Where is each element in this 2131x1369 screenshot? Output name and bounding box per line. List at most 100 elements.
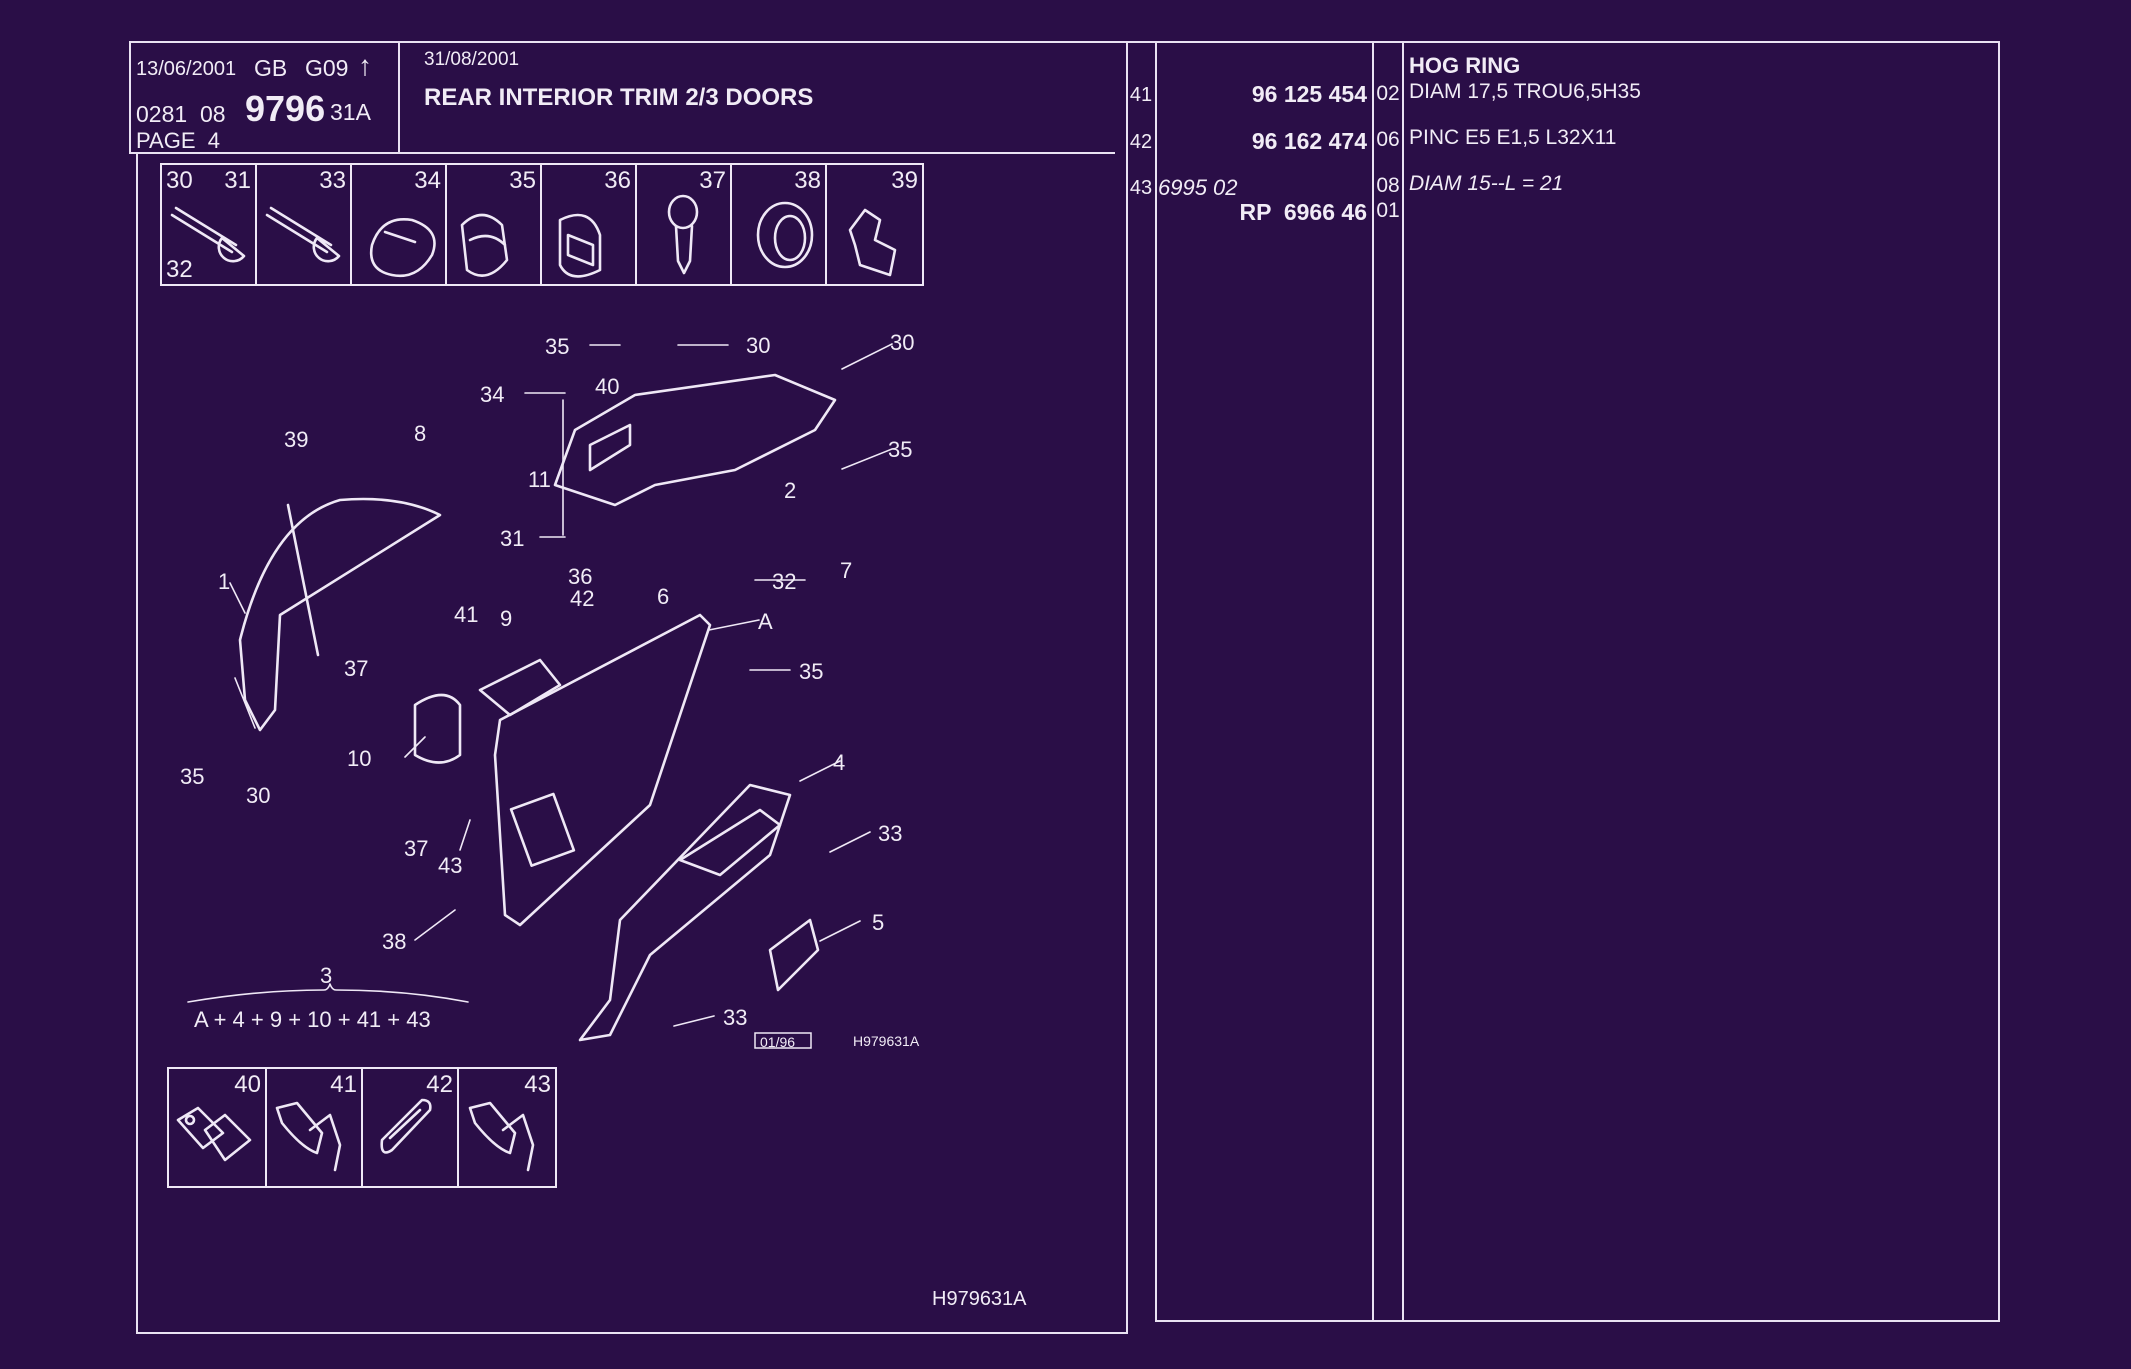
col-line-1 [1126,41,1128,1334]
edition-box [754,1032,812,1049]
pad-10-drawing [413,693,462,764]
callout: 11 [528,467,551,492]
callout: 3 [320,963,332,988]
cell-label: 31 [224,167,251,194]
callout: A [758,609,773,634]
callout: 38 [382,929,406,954]
callout: 4 [833,750,845,775]
callout: 32 [772,569,796,594]
parcel-shelf-support-drawing [553,373,837,507]
part-desc-header: HOG RING [1409,53,1521,78]
header-divider [398,41,400,153]
callout: 30 [890,330,914,355]
part-number: 6995 02 [1158,175,1238,200]
ring-clip-icon [756,201,814,269]
part-desc: PINC E5 E1,5 L32X11 [1409,126,1617,149]
callout: 9 [500,606,512,631]
cell-label: 30 [166,167,193,194]
header-bottom [129,152,1115,154]
col-line-4 [1402,41,1404,1322]
bracket-icon [848,208,897,277]
callout: 33 [878,821,902,846]
callout: 33 [723,1005,747,1030]
header-ref-suffix: 31A [330,99,371,125]
callout: 34 [480,382,504,407]
side-trim-panel-1-drawing [238,497,442,732]
cell-label: 32 [166,256,193,283]
top-icon-strip: 30 31 32 33 34 35 36 37 38 39 [160,163,924,286]
header-ref-main: 9796 [245,88,326,129]
frame-bottom-right [1155,1320,2000,1322]
callout: 35 [180,764,204,789]
lower-trim-panel-4-drawing [578,783,792,1042]
callout: 5 [872,910,884,935]
formula-brace [187,983,469,1003]
callout: 37 [344,656,368,681]
part-desc: DIAM 17,5 TROU6,5H35 [1409,80,1641,103]
footer-ref: H979631A [932,1288,1027,1310]
part-qty: 06 [1376,128,1400,151]
part-item: 43 [1129,177,1153,199]
callout: 43 [438,853,462,878]
push-pin-icon [468,1101,535,1172]
callout: 35 [799,659,823,684]
part-qty: 08 [1376,174,1400,197]
speaker-grille-5-drawing [768,918,820,992]
part-desc: DIAM 15--L = 21 [1409,172,1564,195]
bracket-clip-icon [176,1106,252,1162]
spring-clip-icon [380,1098,432,1154]
arrow-up-icon: ↑ [358,50,372,81]
callout: 36 [568,564,592,589]
callout: 37 [404,836,428,861]
armrest-9-drawing [478,658,562,717]
frame-top [129,41,1998,43]
callout: 1 [218,569,230,594]
part-item: 42 [1129,131,1153,153]
cell-label: 42 [426,1071,453,1098]
screw-icon [265,206,341,263]
part-number: 96 162 474 [1251,128,1367,154]
page-title: REAR INTERIOR TRIM 2/3 DOORS [424,84,814,111]
callout: 6 [657,584,669,609]
part-qty: 01 [1376,199,1400,222]
callout: 40 [595,374,619,399]
callout: 7 [840,558,852,583]
screw-icon [170,206,246,263]
cell-label: 33 [319,167,346,194]
callout: 41 [454,602,478,627]
fastener-cell-41: 41 [265,1067,363,1188]
header-group: G09 [305,55,349,81]
grommet-icon [558,213,602,278]
part-number: 96 125 454 [1251,81,1367,107]
clip-nut-icon [460,213,509,277]
part-number: RP 6966 46 [1239,199,1367,225]
header-ref-prefix: 0281 08 [136,101,226,127]
push-pin-icon [275,1101,342,1172]
callout: 10 [347,746,371,771]
rear-quarter-panel-a-drawing [493,613,712,927]
cell-label: 43 [524,1071,551,1098]
header-page: PAGE 4 [136,128,220,153]
callout: 8 [414,421,426,446]
fastener-cell-40: 40 [167,1067,267,1188]
cell-label: 41 [330,1071,357,1098]
assembly-formula: A + 4 + 9 + 10 + 41 + 43 [194,1007,431,1032]
callout: 2 [784,478,796,503]
part-item: 41 [1129,84,1153,106]
cell-label: 35 [509,167,536,194]
col-line-right [1998,41,2000,1322]
callout: 42 [570,586,594,611]
col-line-2 [1155,41,1157,1322]
leader-lines [229,343,893,1027]
fastener-cell-43: 43 [457,1067,557,1188]
cell-label: 40 [234,1071,261,1098]
header-date-right: 31/08/2001 [424,49,520,70]
callout: 30 [746,333,770,358]
callout: 35 [545,334,569,359]
callout: 31 [500,526,524,551]
header-date-left: 13/06/2001 [136,58,237,80]
callout: 35 [888,437,912,462]
edition-label: 01/96 [760,1034,795,1050]
part-qty: 02 [1376,82,1400,105]
